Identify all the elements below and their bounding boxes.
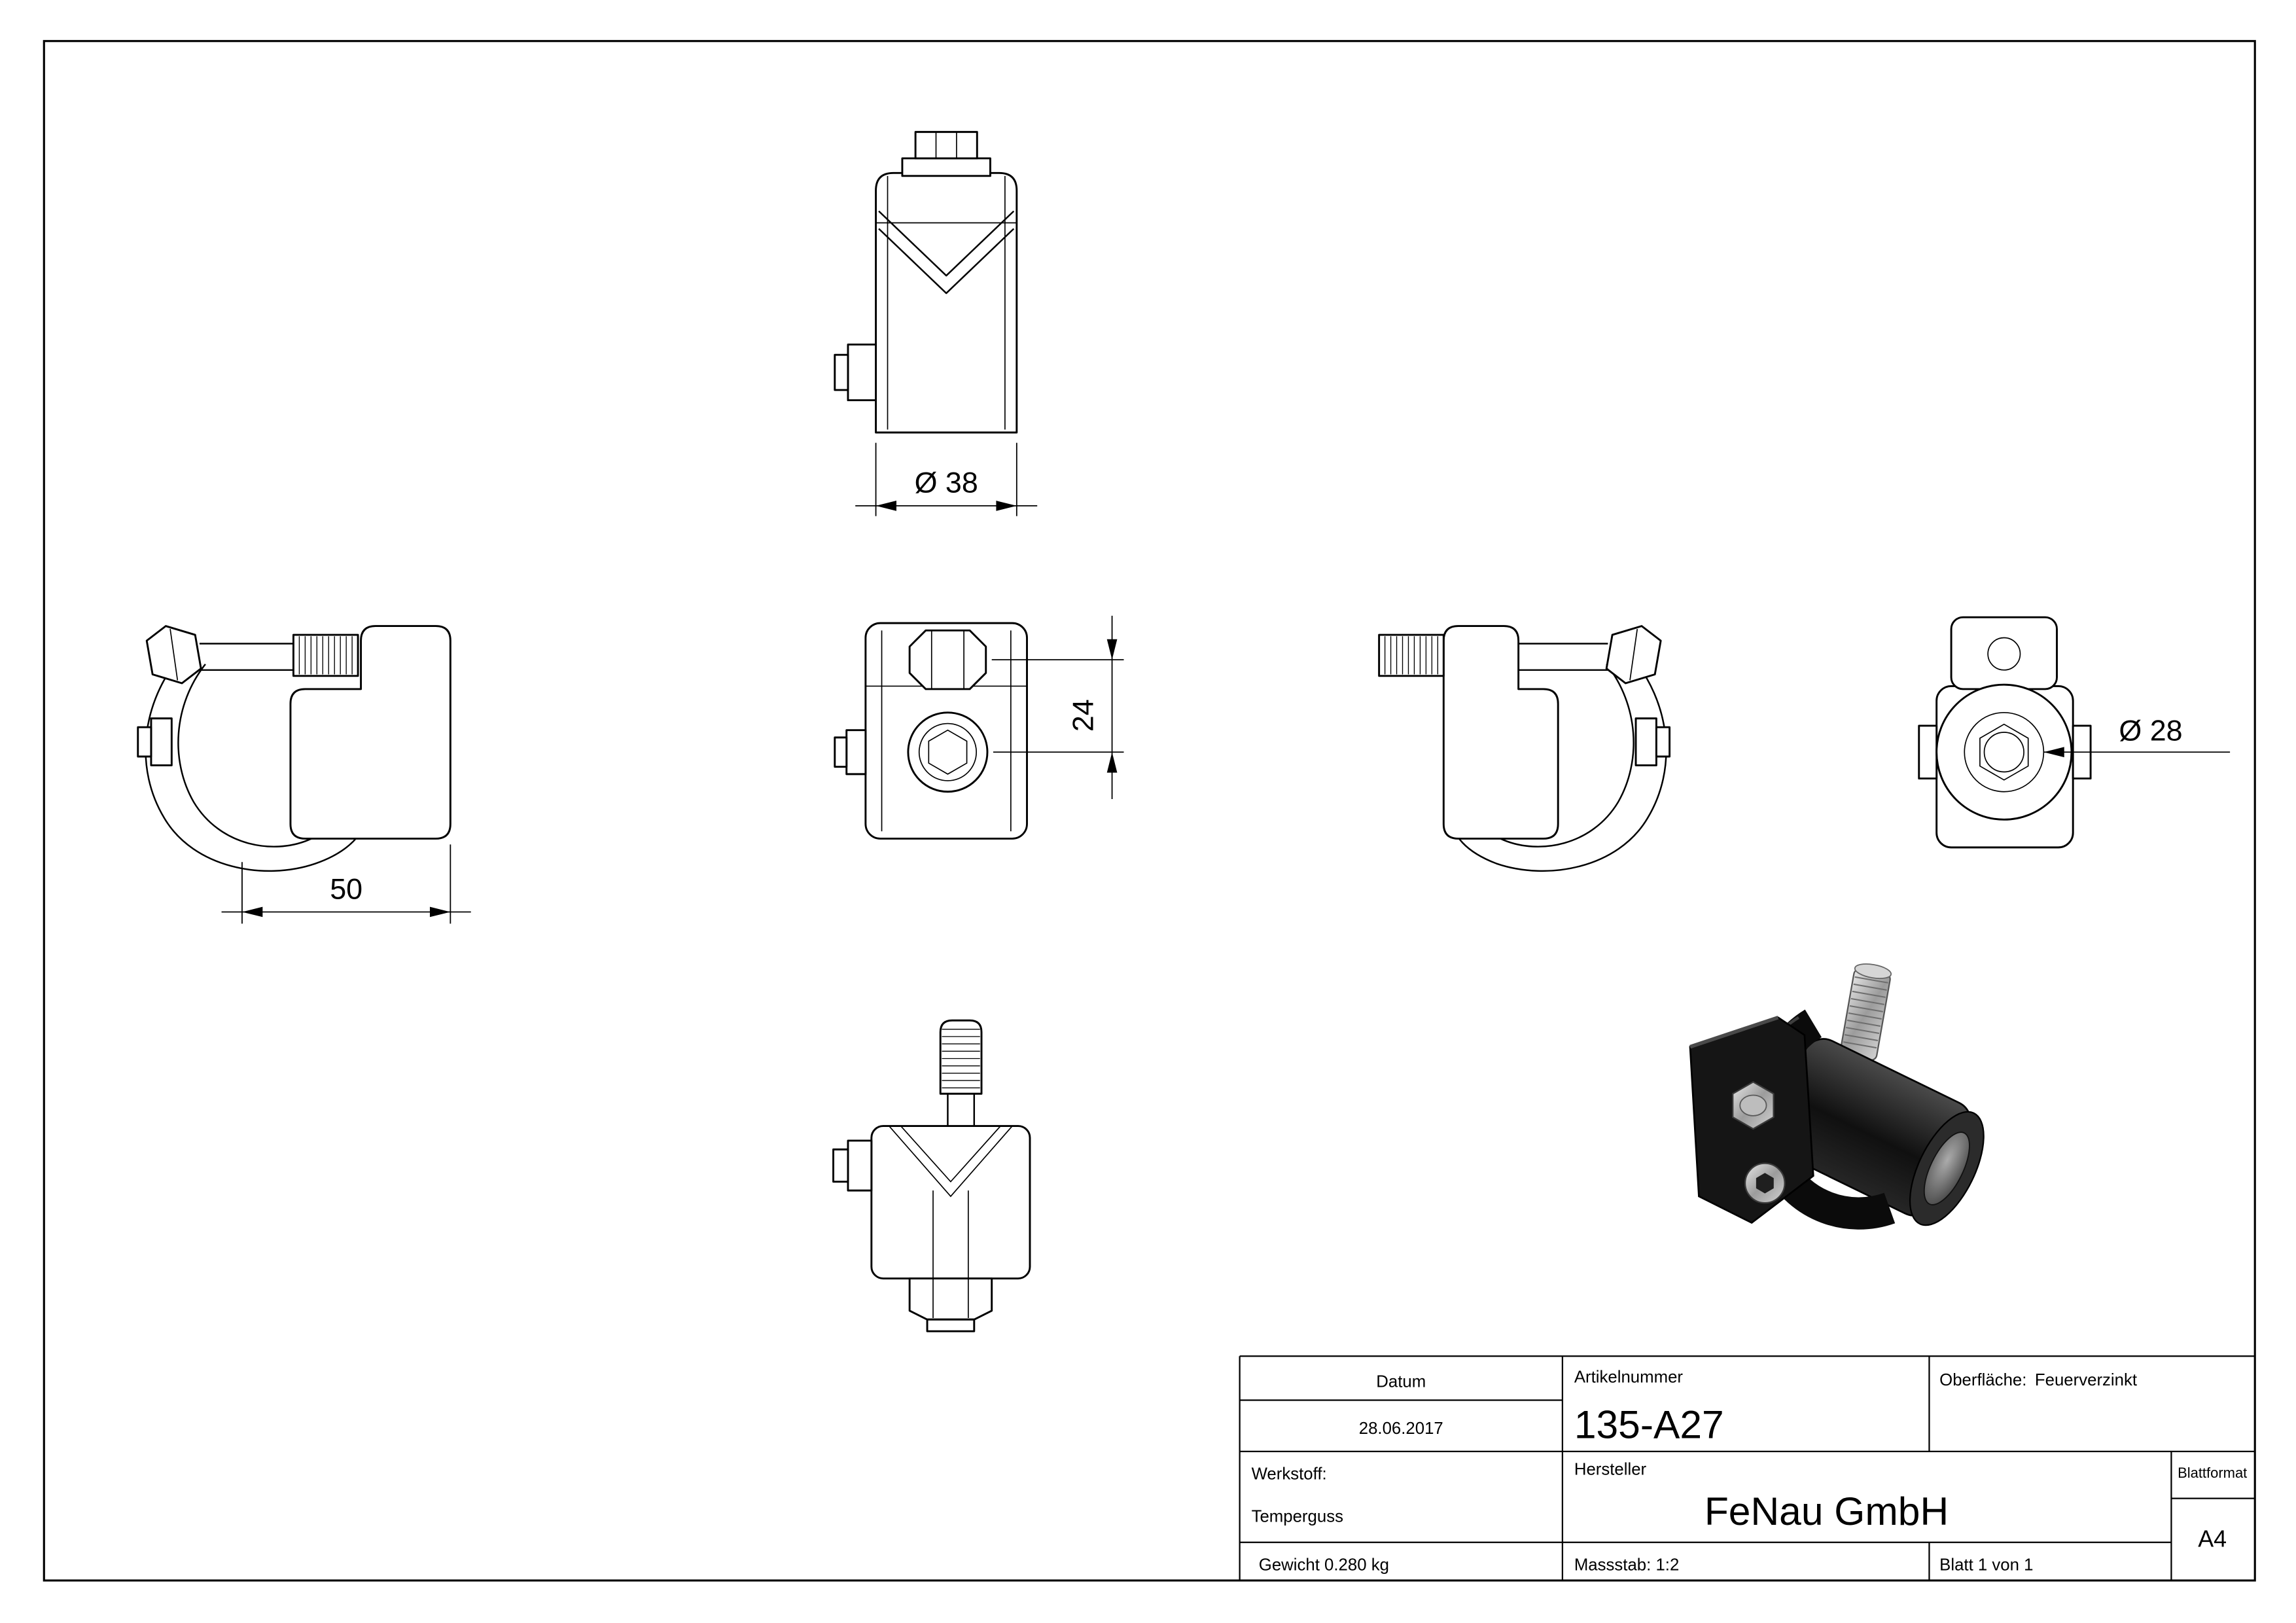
sheet-border	[43, 40, 2256, 1582]
bottom-view-body	[870, 1125, 1031, 1279]
bolt-hole	[1987, 637, 2021, 671]
arrowhead	[241, 906, 263, 918]
stud-thread-hatch	[942, 1029, 980, 1088]
hex-nut-facets	[932, 1278, 969, 1319]
left-view	[137, 625, 451, 872]
thread-hatch	[1384, 636, 1439, 675]
inner-circle	[1983, 732, 2024, 773]
datum-label: Datum	[1376, 1372, 1426, 1391]
gewicht-value: Gewicht 0.280 kg	[1259, 1556, 1389, 1574]
dimension-text-dia28: Ø 28	[2119, 714, 2182, 747]
bolt-threads	[292, 633, 359, 677]
nut-cap	[926, 1318, 976, 1332]
arrowhead	[429, 906, 451, 918]
inner-verticals	[932, 1190, 969, 1279]
werkstoff-value: Temperguss	[1252, 1507, 1343, 1525]
clamp-bolt-hex-facets	[930, 630, 964, 689]
title-block-grid	[1239, 1355, 2255, 1581]
hersteller-label: Hersteller	[1574, 1461, 1647, 1479]
dimension-50: 50	[221, 844, 471, 924]
hex-bolt-face	[1739, 1094, 1767, 1116]
ubolt-strap-outer	[145, 652, 371, 872]
stud-shaft	[947, 1094, 976, 1126]
artikelnummer-label: Artikelnummer	[1574, 1368, 1684, 1387]
threaded-stud	[939, 1019, 983, 1095]
dimension-24: 24	[991, 615, 1124, 799]
socket-hex	[1979, 723, 2029, 781]
dimension-text-50: 50	[330, 872, 362, 905]
top-bolt-washer	[901, 157, 991, 177]
top-view-inner-walls	[875, 175, 1017, 430]
funnel-lines	[889, 1125, 1013, 1198]
arrowhead	[996, 501, 1017, 511]
clamp-bolt-hex	[908, 629, 987, 690]
socket-screw-outer	[907, 711, 989, 793]
top-setscrew-boss	[847, 344, 877, 402]
socket-screw-hex-hole	[1756, 1173, 1774, 1194]
hex-nut	[908, 1277, 993, 1321]
blatt-value: Blatt 1 von 1	[1939, 1556, 2033, 1574]
oberflaeche-label: Oberfläche:	[1939, 1371, 2026, 1389]
title-block: Datum 28.06.2017 Artikelnummer 135-A27 O…	[1239, 1355, 2255, 1581]
werkstoff-label: Werkstoff:	[1252, 1465, 1327, 1483]
left-view-body	[289, 625, 451, 840]
massstab-value: Massstab: 1:2	[1574, 1556, 1679, 1574]
cylinder-bore	[1923, 1132, 1970, 1205]
bolt-head-facet	[1629, 628, 1638, 681]
setscrew-cap	[1655, 726, 1671, 758]
setscrew-cap	[832, 1148, 849, 1183]
right-view-body	[1442, 625, 1559, 840]
right-view	[1378, 625, 1671, 872]
arrowhead	[1106, 639, 1118, 660]
thread-hatch	[298, 636, 353, 675]
socket-screw-ring	[918, 722, 978, 781]
isometric-render	[1689, 963, 1985, 1230]
extension-lines	[875, 442, 1017, 516]
flange-tab-left	[1918, 724, 1938, 780]
dimension-text-dia38: Ø 38	[915, 467, 978, 499]
render-stud	[1839, 963, 1892, 1061]
artikelnummer-value: 135-A27	[1574, 1402, 1724, 1447]
ubolt-strap-outer	[1449, 652, 1667, 872]
top-view	[834, 131, 1018, 434]
dimension-dia28: Ø 28	[2043, 714, 2231, 758]
hersteller-value: FeNau GmbH	[1704, 1489, 1949, 1533]
setscrew-boss	[1634, 717, 1657, 766]
socket-screw-hex	[928, 729, 968, 775]
arrowhead	[875, 501, 896, 511]
bolt-shaft	[199, 643, 294, 671]
side-view-lug	[1950, 616, 2058, 690]
plate-edge-highlight	[1689, 1016, 1779, 1049]
extension-lines	[991, 659, 1124, 753]
setscrew-boss	[150, 717, 173, 766]
setscrew-cap	[834, 736, 848, 768]
bolt-shaft	[1518, 643, 1608, 671]
stud-top	[1854, 963, 1892, 980]
setscrew-boss	[847, 1139, 873, 1192]
arrowhead	[2043, 747, 2064, 758]
top-view-chevron	[878, 210, 1015, 294]
bottom-view	[832, 1019, 1031, 1332]
blattformat-label: Blattformat	[2178, 1465, 2247, 1481]
bolt-head-facet	[169, 628, 179, 681]
arrowhead	[1106, 752, 1118, 773]
bolt-threads	[1378, 633, 1445, 677]
setscrew-boss	[845, 729, 867, 776]
top-view-outline	[875, 171, 1018, 434]
setscrew-cap	[137, 726, 152, 758]
datum-value: 28.06.2017	[1359, 1419, 1443, 1438]
top-setscrew-cap	[834, 353, 849, 391]
stud-threads	[1843, 976, 1888, 1049]
oberflaeche-value: Feuerverzinkt	[2035, 1371, 2137, 1389]
dimension-text-24: 24	[1067, 699, 1099, 732]
dimension-dia38: Ø 38	[855, 442, 1038, 516]
front-view	[834, 622, 1028, 840]
blattformat-value: A4	[2198, 1526, 2227, 1552]
top-bolt-head	[914, 131, 978, 160]
extension-lines	[241, 844, 451, 924]
top-bolt-facets	[935, 132, 957, 158]
